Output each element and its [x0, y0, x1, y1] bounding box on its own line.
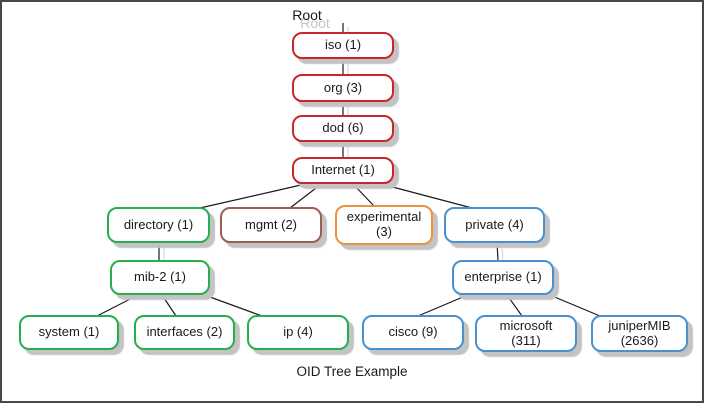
node-experimental-label-line1: experimental	[346, 209, 422, 225]
node-microsoft-label-line1: microsoft	[499, 317, 553, 333]
node-dod: dod (6)	[292, 115, 394, 142]
node-microsoft: microsoft (311)	[475, 315, 577, 352]
connector-mib2-ip	[198, 292, 263, 317]
node-dod-label: dod (6)	[322, 120, 364, 136]
connector-private-enterprise	[496, 242, 499, 261]
node-ip: ip (4)	[247, 315, 349, 350]
node-system: system (1)	[19, 315, 119, 350]
node-mib2: mib-2 (1)	[110, 260, 210, 295]
node-experimental: experimental (3)	[335, 205, 433, 245]
connector-internet-experimental	[353, 184, 375, 207]
node-internet-label: Internet (1)	[311, 162, 375, 178]
node-directory-label: directory (1)	[123, 216, 194, 232]
node-private-label: private (4)	[465, 216, 524, 232]
node-mgmt: mgmt (2)	[220, 207, 322, 243]
node-mib2-label: mib-2 (1)	[133, 269, 186, 285]
node-directory: directory (1)	[107, 207, 210, 243]
root-label-shadow: Root	[300, 15, 330, 31]
connector-enterprise-microsoft	[506, 294, 523, 317]
diagram-title: OID Tree Example	[296, 364, 408, 379]
node-iso-label: iso (1)	[324, 37, 362, 53]
node-junipermib: juniperMIB (2636)	[591, 315, 688, 352]
node-system-label: system (1)	[38, 324, 100, 340]
node-enterprise: enterprise (1)	[452, 260, 554, 295]
node-experimental-label-line2: (3)	[376, 224, 392, 239]
connector-mib2-system	[96, 294, 139, 317]
node-org-label: org (3)	[323, 79, 363, 95]
node-iso: iso (1)	[292, 32, 394, 59]
node-ip-label: ip (4)	[283, 324, 313, 340]
connector-enterprise-junipermib	[544, 292, 601, 317]
node-root: Root	[292, 7, 322, 23]
node-junipermib-label-line2: (2636)	[620, 332, 659, 348]
node-mgmt-label: mgmt (2)	[245, 216, 297, 232]
node-org: org (3)	[292, 74, 394, 102]
node-microsoft-label-line2: (311)	[511, 332, 541, 348]
connector-mib2-interfaces	[161, 294, 177, 317]
node-cisco-label: cisco (9)	[388, 324, 438, 340]
node-enterprise-label: enterprise (1)	[464, 269, 542, 285]
node-cisco: cisco (9)	[362, 315, 464, 350]
node-interfaces: interfaces (2)	[134, 315, 235, 350]
node-internet: Internet (1)	[292, 157, 394, 184]
connector-enterprise-cisco	[417, 293, 471, 317]
node-private: private (4)	[444, 207, 545, 243]
node-interfaces-label: interfaces (2)	[146, 324, 223, 340]
node-junipermib-label-line1: juniperMIB	[608, 317, 671, 333]
connector-internet-directory	[199, 184, 302, 209]
connector-internet-mgmt	[289, 184, 321, 209]
